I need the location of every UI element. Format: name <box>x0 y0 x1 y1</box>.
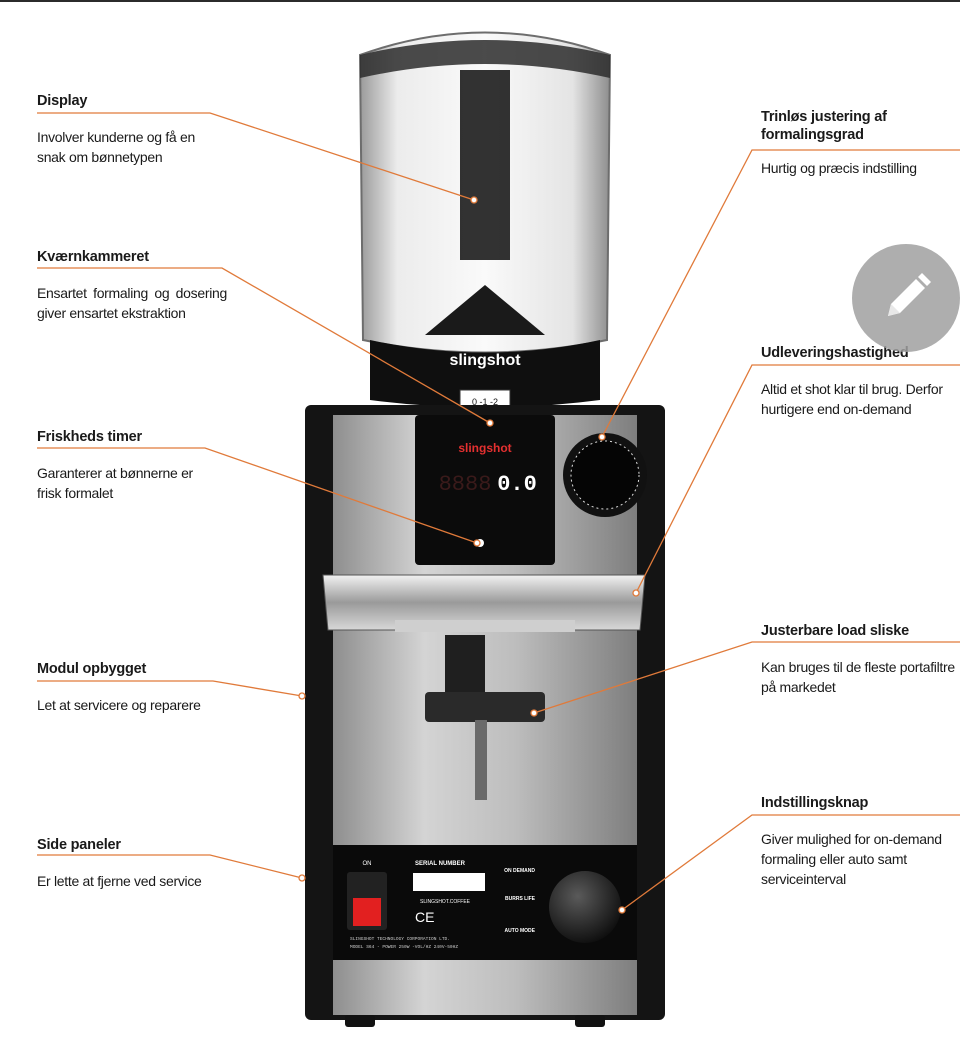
edit-button[interactable] <box>852 244 960 352</box>
callout-text: Hurtig og præcis indstilling <box>761 160 917 176</box>
callout-trinlos: Trinløs justering af formalingsgrad Hurt… <box>761 108 956 178</box>
callout-timer: Friskheds timer Garanterer at bønnerne e… <box>37 428 217 503</box>
mode-burrs: BURRS LIFE <box>505 896 536 902</box>
serial-label: SERIAL NUMBER <box>415 861 466 867</box>
display-value: 0.0 <box>497 472 537 497</box>
callout-text: Involver kunderne og få en snak om bønne… <box>37 129 195 165</box>
callout-title: Friskheds timer <box>37 429 142 445</box>
website-label: SLINGSHOT.COFFEE <box>420 899 471 905</box>
callout-text: Let at servicere og reparere <box>37 697 201 713</box>
callout-kvaern: Kværnkammeret Ensartet formaling og dose… <box>37 248 227 323</box>
corp-line: SLINGSHOT TECHNOLOGY CORPORATION LTD. <box>350 936 450 942</box>
callout-side: Side paneler Er lette at fjerne ved serv… <box>37 836 227 891</box>
callout-modul: Modul opbygget Let at servicere og repar… <box>37 660 227 715</box>
callout-title: Indstillingsknap <box>761 795 869 811</box>
callout-knap: Indstillingsknap Giver mulighed for on-d… <box>761 794 957 889</box>
callout-title: Modul opbygget <box>37 661 147 677</box>
callout-load: Justerbare load sliske Kan bruges til de… <box>761 622 957 697</box>
display-digits: 8888 <box>439 472 492 497</box>
callout-text: Er lette at fjerne ved service <box>37 873 202 889</box>
callout-title: Display <box>37 93 88 109</box>
brand-logo: slingshot <box>449 352 521 369</box>
model-line: MODEL S64 - POWER 250W -VOL/HZ 240V-50HZ <box>350 944 458 950</box>
callout-display: Display Involver kunderne og få en snak … <box>37 92 217 167</box>
callout-text: Ensartet formaling og dosering giver ens… <box>37 285 227 321</box>
top-border <box>0 0 960 2</box>
grinder-image: slingshot 0 -1 -2 slingshot 8888 0.0 ON … <box>305 31 665 1027</box>
callout-text: Giver mulighed for on-demand formaling e… <box>761 831 942 887</box>
ce-mark: CE <box>415 909 434 925</box>
callout-title: Udleveringshastighed <box>761 345 909 361</box>
callout-title: Kværnkammeret <box>37 249 149 265</box>
panel-on-label: ON <box>363 861 372 867</box>
callout-text: Kan bruges til de fleste portafiltre på … <box>761 659 955 695</box>
callout-title: Justerbare load sliske <box>761 623 909 639</box>
callout-title: Side paneler <box>37 837 121 853</box>
callout-title: Trinløs justering af formalingsgrad <box>761 109 887 143</box>
callout-text: Altid et shot klar til brug. Derfor hurt… <box>761 381 943 417</box>
mode-auto: AUTO MODE <box>505 928 536 934</box>
callout-text: Garanterer at bønnerne er frisk formalet <box>37 465 193 501</box>
pencil-icon <box>888 273 931 316</box>
display-brand: slingshot <box>458 441 511 455</box>
callout-udlevering: Udleveringshastighed Altid et shot klar … <box>761 344 960 419</box>
mode-on-demand: ON DEMAND <box>504 868 535 874</box>
